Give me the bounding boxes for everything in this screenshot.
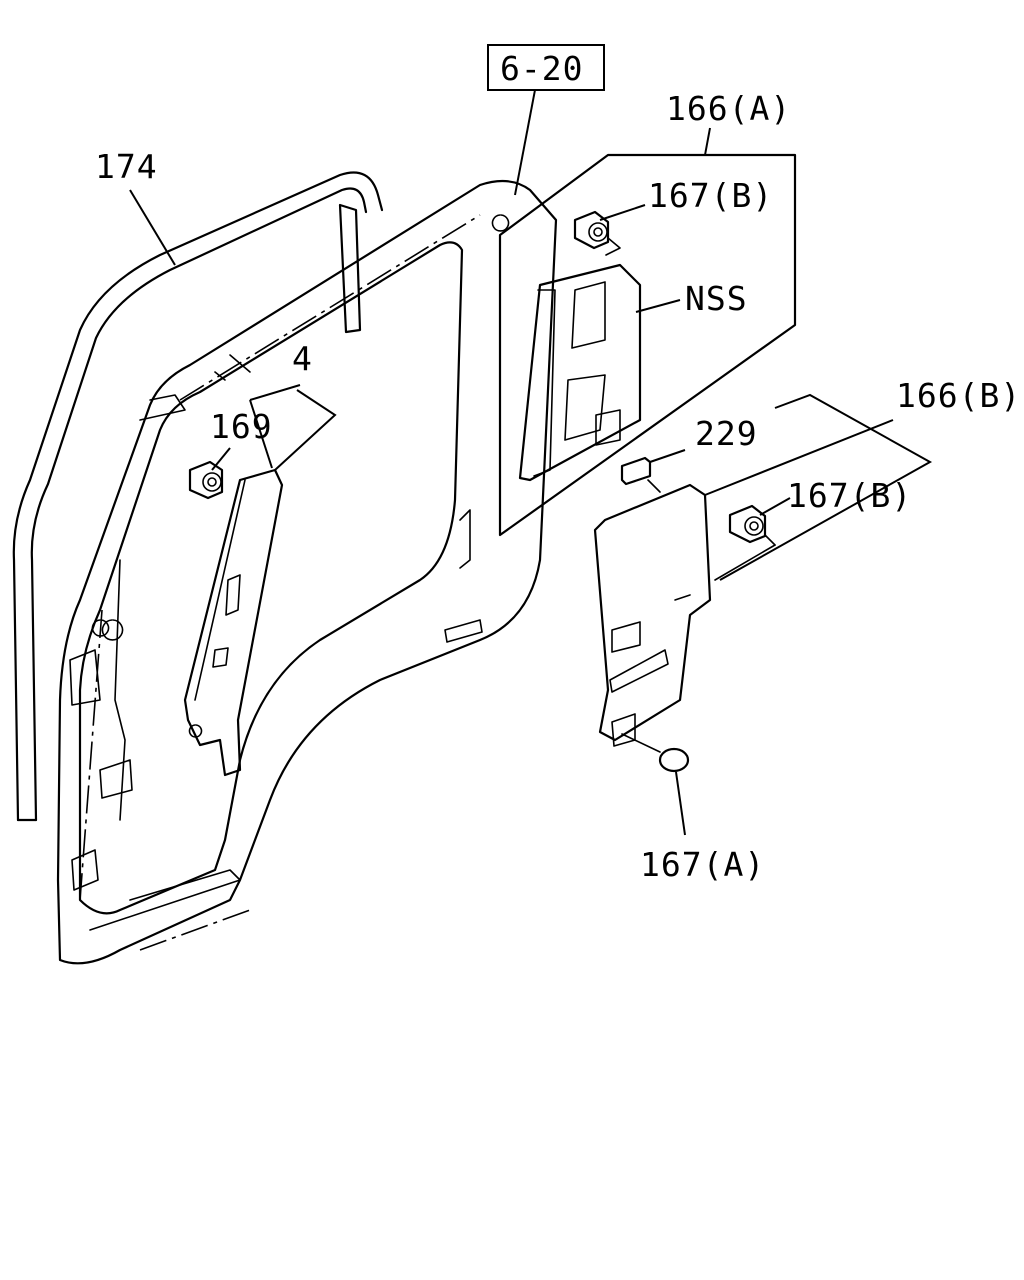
clip-167b-lower [728,504,776,546]
label-4: 4 [292,339,313,378]
label-167b-lower: 167(B) [787,476,912,515]
clip-167b-upper [573,210,621,256]
label-nss: NSS [685,279,748,318]
clip-167a [621,733,690,773]
label-167b-upper: 167(B) [648,176,773,215]
label-166b: 166(B) [896,376,1021,415]
weatherstrip-174 [12,171,384,822]
clip-169 [188,460,224,500]
pad-229 [620,456,652,486]
pillar-trim-4 [183,468,284,777]
ref-box-frame [487,44,605,91]
leader-lines [129,89,933,836]
trim-panel-166b [593,479,776,747]
label-166a: 166(A) [666,89,791,128]
label-167a: 167(A) [640,845,765,884]
ref-box-label: 6-20 [500,49,583,88]
door-frame [56,179,558,965]
label-169: 169 [210,407,273,446]
label-174: 174 [95,147,158,186]
trim-panel-166a [498,153,797,537]
label-229: 229 [695,414,758,453]
